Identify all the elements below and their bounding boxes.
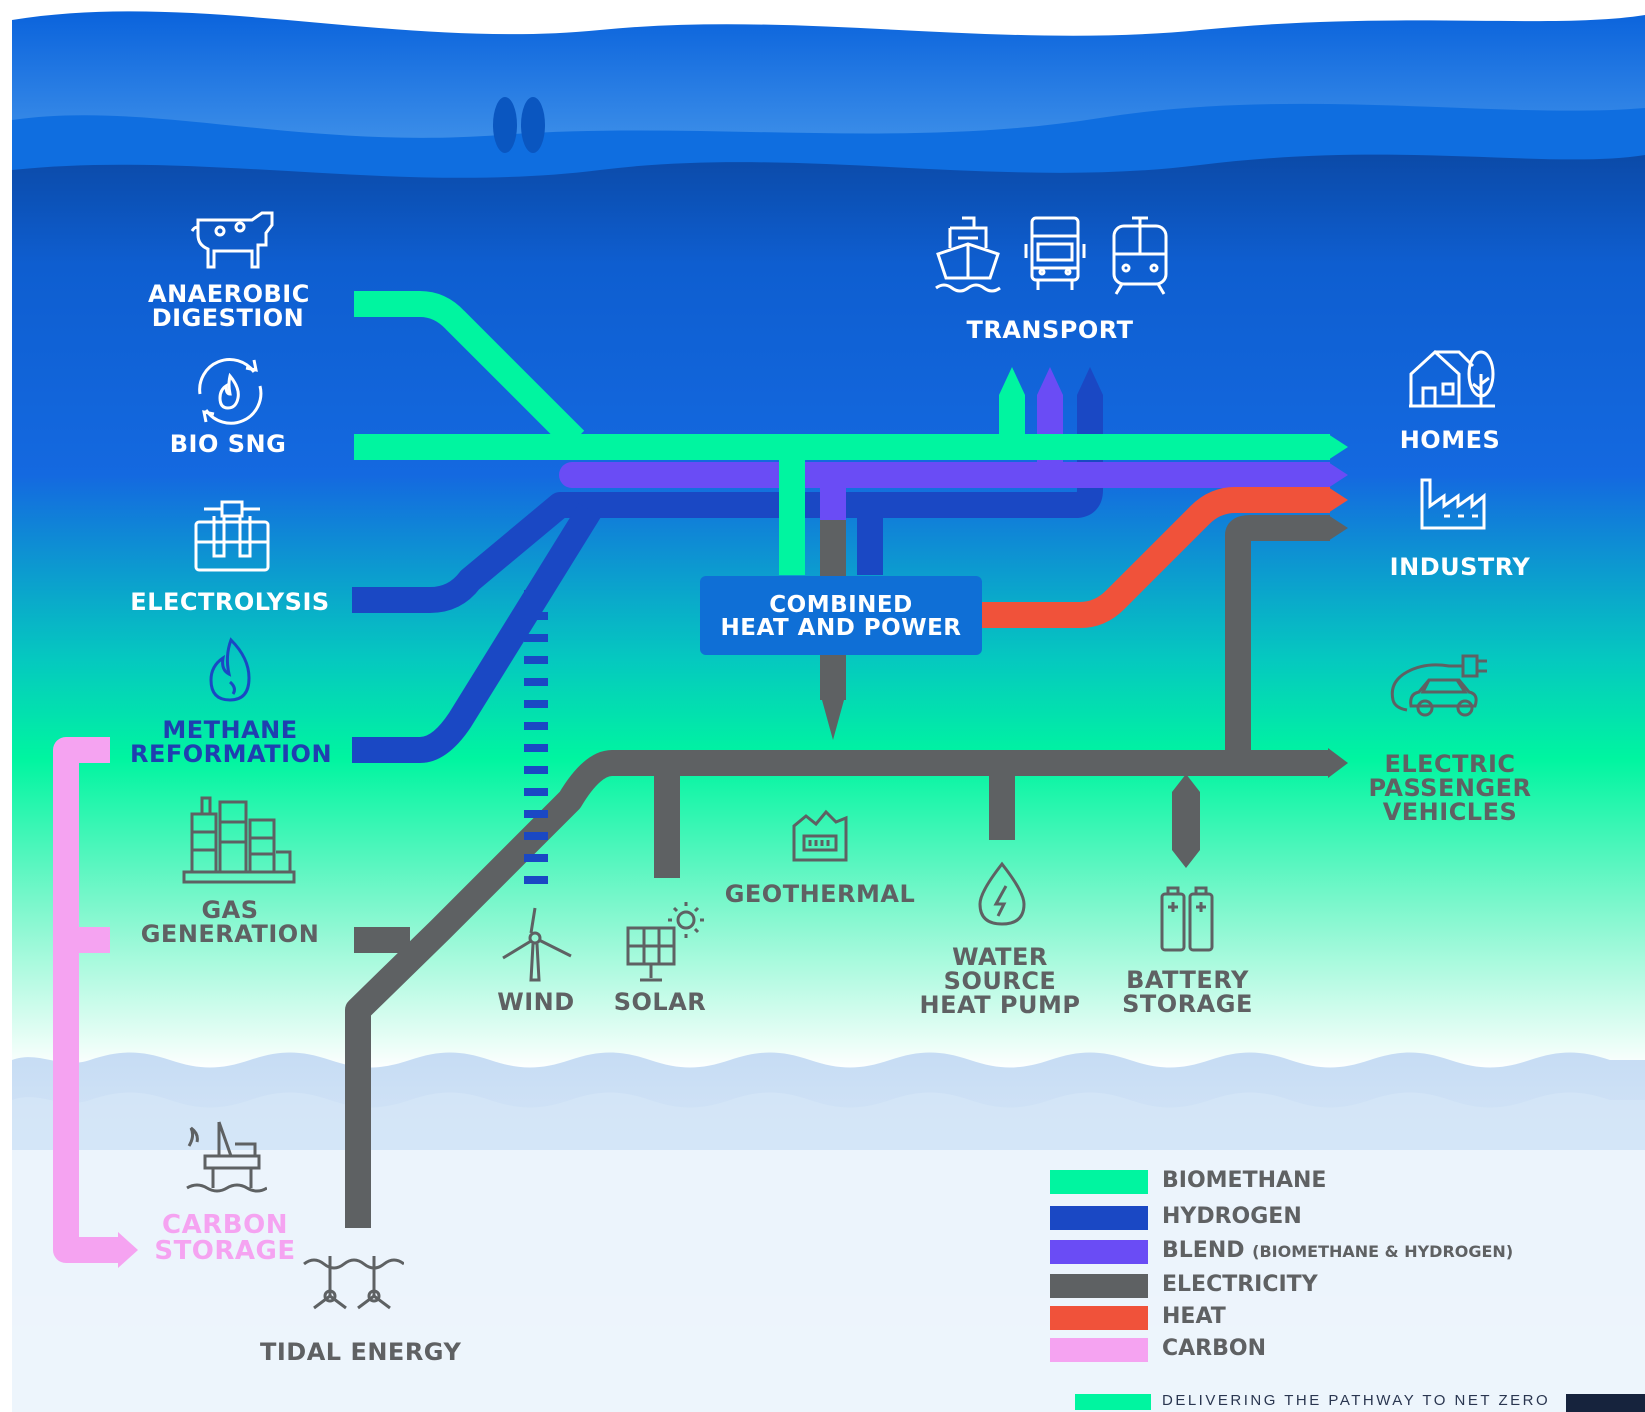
- blend-arrowhead: [1037, 367, 1063, 395]
- heat-pipe: [975, 487, 1330, 628]
- geothermal-icon: [792, 809, 848, 862]
- legend-label: HEAT: [1162, 1304, 1226, 1329]
- electric-car-icon: [1390, 654, 1487, 717]
- legend-swatch: [1050, 1240, 1148, 1264]
- footer-dark-bar: [1566, 1394, 1645, 1412]
- electricity-arrowhead: [1328, 748, 1348, 778]
- footer-accent-bar: [1075, 1394, 1151, 1410]
- electricity-pipes: [345, 505, 1330, 1228]
- blend-arrowhead: [1328, 462, 1348, 488]
- refinery-icon: [182, 796, 296, 884]
- oil-rig-icon: [186, 1121, 267, 1193]
- recycle-flame-icon: [198, 358, 263, 425]
- heat-arrowhead: [1328, 487, 1348, 513]
- flame-icon: [209, 637, 251, 702]
- legend-swatch: [1050, 1306, 1148, 1330]
- tree-shape: [493, 97, 517, 153]
- carbon-arrowhead: [118, 1232, 138, 1268]
- electricity-arrowhead: [1328, 515, 1348, 541]
- truck-icon: [1024, 216, 1086, 290]
- electrolysis-icon: [194, 500, 270, 572]
- factory-icon: [1420, 478, 1486, 530]
- hydrogen-arrowhead: [1077, 367, 1103, 395]
- legend-label: BIOMETHANE: [1162, 1168, 1327, 1193]
- wind-label: WIND: [497, 988, 575, 1016]
- legend-swatch: [1050, 1274, 1148, 1298]
- methane-reformation-label: METHANE REFORMATION: [130, 716, 333, 768]
- hydrogen-pipes: [352, 395, 1103, 763]
- wind-turbine-icon: [502, 907, 572, 982]
- tidal-energy-label: TIDAL ENERGY: [260, 1338, 462, 1366]
- legend-swatch: [1050, 1206, 1148, 1230]
- wind-hydrogen-dashes: [524, 590, 548, 884]
- anaerobic-digestion-label: ANAEROBIC DIGESTION: [148, 280, 310, 332]
- water-drop-bolt-icon: [978, 861, 1026, 926]
- carbon-pipe: [53, 737, 120, 1263]
- legend-label: BLEND: [1162, 1238, 1245, 1263]
- legend-label: HYDROGEN: [1162, 1204, 1302, 1229]
- gas-generation-label: GAS GENERATION: [140, 896, 320, 948]
- solar-panel-icon: [626, 902, 704, 982]
- footer-text: DELIVERING THE PATHWAY TO NET ZERO: [1162, 1392, 1551, 1409]
- combined-heat-and-power-box: [700, 576, 982, 655]
- cow-icon: [190, 211, 274, 269]
- train-icon: [1112, 216, 1168, 295]
- battery-storage-label: BATTERY STORAGE: [1122, 966, 1253, 1018]
- electrolysis-label: ELECTROLYSIS: [130, 588, 330, 616]
- battery-connector: [1172, 774, 1200, 868]
- industry-label: INDUSTRY: [1389, 553, 1531, 581]
- electric-passenger-vehicles-label: ELECTRIC PASSENGER VEHICLES: [1368, 750, 1532, 826]
- tree-shape: [521, 97, 545, 153]
- legend-swatch: [1050, 1170, 1148, 1194]
- legend-note: (BIOMETHANE & HYDROGEN): [1252, 1242, 1514, 1261]
- homes-label: HOMES: [1399, 426, 1501, 454]
- water-source-heat-pump-label: WATER SOURCE HEAT PUMP: [919, 943, 1081, 1019]
- legend-label: CARBON: [1162, 1336, 1266, 1361]
- tidal-turbine-icon: [303, 1256, 404, 1310]
- ship-icon: [935, 216, 1001, 293]
- biomethane-arrowhead: [999, 367, 1025, 395]
- biomethane-pipes: [354, 291, 1330, 575]
- house-icon: [1409, 349, 1495, 408]
- legend-label: ELECTRICITY: [1162, 1272, 1318, 1297]
- battery-icon: [1160, 886, 1214, 952]
- bio-sng-label: BIO SNG: [169, 430, 287, 458]
- carbon-storage-label: CARBON STORAGE: [154, 1210, 296, 1266]
- combined-heat-and-power-label: COMBINED HEAT AND POWER: [720, 592, 962, 641]
- geothermal-label: GEOTHERMAL: [724, 880, 916, 908]
- biomethane-arrowhead: [1328, 434, 1348, 460]
- solar-label: SOLAR: [613, 988, 707, 1016]
- legend-swatch: [1050, 1338, 1148, 1362]
- transport-label: TRANSPORT: [966, 316, 1134, 344]
